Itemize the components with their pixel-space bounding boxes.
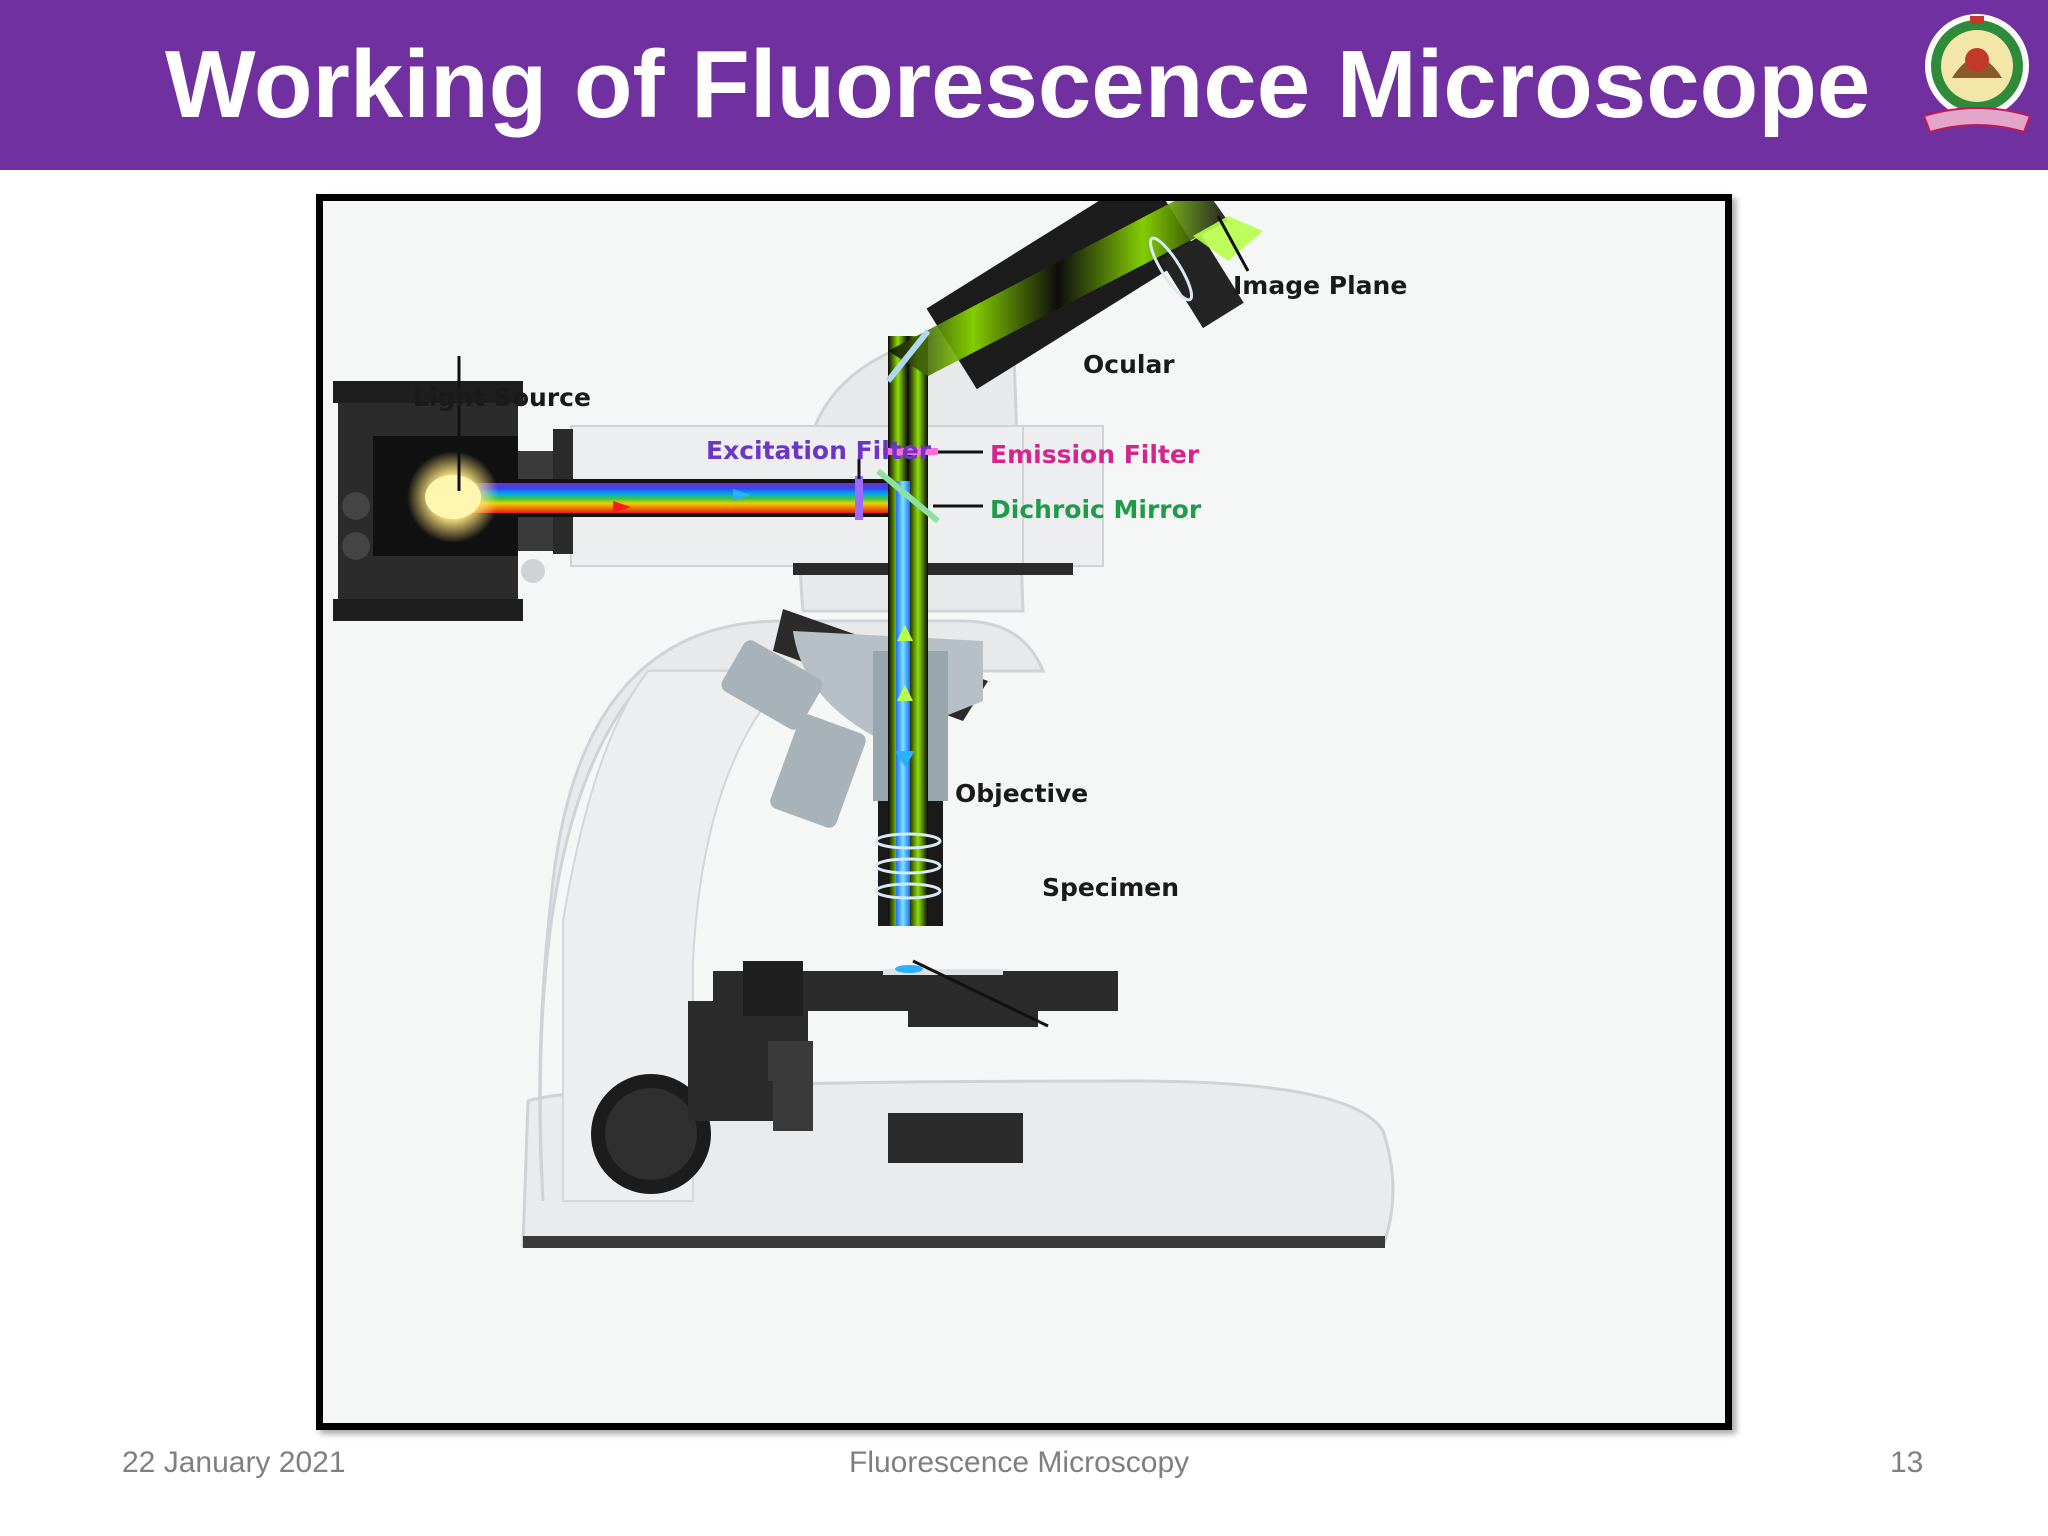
title-bar: Working of Fluorescence Microscope	[0, 0, 2048, 170]
footer-title: Fluorescence Microscopy	[849, 1446, 1190, 1479]
page-title: Working of Fluorescence Microscope	[165, 31, 1871, 138]
label-ocular: Ocular	[1083, 350, 1175, 379]
microscope-diagram: Light Source Excitation Filter Emission …	[316, 194, 1732, 1430]
label-objective: Objective	[955, 779, 1088, 808]
label-light-source: Light Source	[413, 383, 591, 412]
label-image-plane: Image Plane	[1233, 271, 1407, 300]
label-excitation-filter: Excitation Filter	[706, 436, 932, 465]
label-emission-filter: Emission Filter	[990, 440, 1200, 469]
microscope-illustration: Light Source Excitation Filter Emission …	[333, 201, 1407, 1248]
label-specimen: Specimen	[1042, 873, 1179, 902]
university-logo-icon	[1922, 14, 2032, 134]
page-number: 13	[1890, 1446, 1924, 1479]
footer-date: 22 January 2021	[122, 1446, 346, 1479]
label-dichroic-mirror: Dichroic Mirror	[990, 495, 1202, 524]
